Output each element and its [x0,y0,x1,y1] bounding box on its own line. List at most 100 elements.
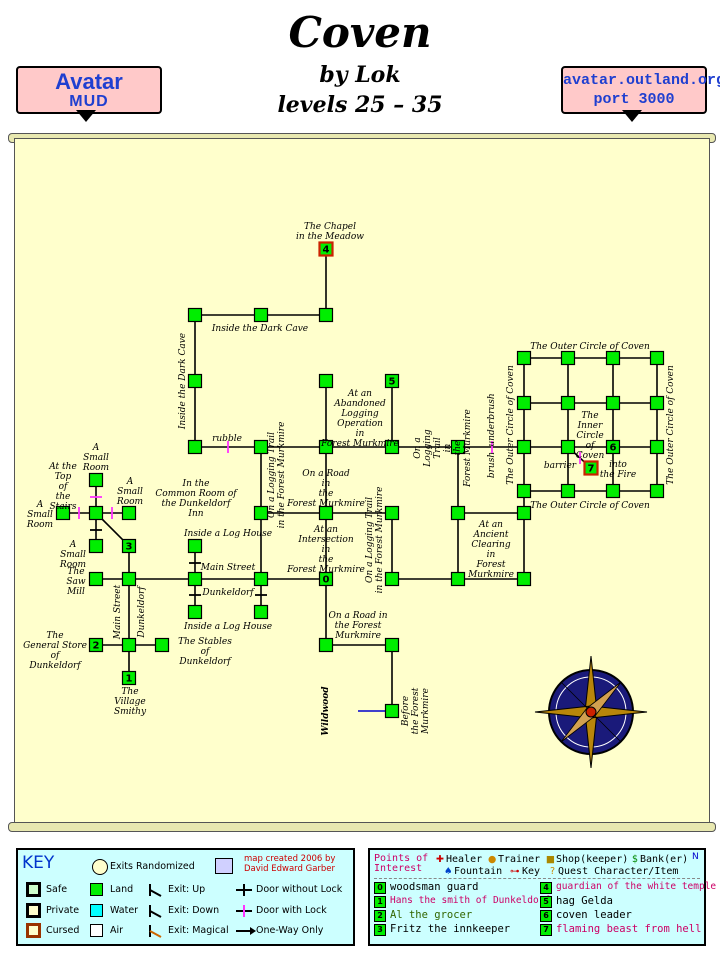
svg-text:Village: Village [114,697,145,707]
svg-text:Main Street: Main Street [200,563,256,573]
svg-text:Small: Small [83,453,109,463]
svg-text:Dunkeldorf: Dunkeldorf [137,585,147,639]
svg-text:the Dunkeldorf: the Dunkeldorf [162,499,233,509]
room-sr_r [121,505,137,521]
compass-rose-icon [534,655,648,769]
room-chapel [318,241,334,257]
svg-text:Main Street: Main Street [113,584,123,640]
svg-text:of: of [59,482,69,492]
svg-text:Murkmire: Murkmire [467,570,514,580]
poi-item: flaming beast from hell [556,923,702,935]
room-label: Inside a Log House [183,622,272,632]
svg-text:Forest Murkmire: Forest Murkmire [286,499,365,509]
room-g31 [560,483,576,499]
exits-randomized-icon [92,859,108,875]
room-bf [384,703,400,719]
server-badge: avatar.outland.org port 3000 [561,66,720,114]
svg-text:The Stables: The Stables [178,637,232,647]
room-sm [88,571,104,587]
room-ab5 [384,373,400,389]
room-lt1 [253,505,269,521]
room-cl_a [450,571,466,587]
svg-text:Coven: Coven [576,451,605,461]
room-g11 [560,395,576,411]
room-label: underbrush [487,393,497,446]
room-label: Dunkeldorf [201,588,255,598]
poi-item: Al the grocer [390,909,473,921]
room-m0 [121,571,137,587]
svg-text:A: A [126,477,134,487]
svg-text:General Store: General Store [23,641,87,651]
room-label: The Outer Circle of Coven [506,365,516,485]
room-sr_t [88,472,104,488]
svg-text:Dunkeldorf: Dunkeldorf [178,657,232,667]
svg-text:Inside the Dark Cave: Inside the Dark Cave [178,333,188,430]
room-g32 [605,483,621,499]
room-st [154,637,170,653]
svg-text:the Fire: the Fire [600,470,636,480]
svg-text:Smithy: Smithy [114,707,147,717]
room-label: barrier [544,461,577,471]
poi-item: woodsman guard [390,881,479,893]
svg-text:underbrush: underbrush [487,393,497,446]
room-label: Inside the Dark Cave [178,333,188,430]
svg-text:Common Room of: Common Room of [155,489,238,499]
svg-text:Small: Small [117,487,143,497]
room-number: 2 [93,641,100,652]
poi-number-badge: 6 [540,910,552,922]
svg-text:A: A [36,500,44,510]
room-number: 3 [126,542,133,553]
room-g03 [649,350,665,366]
svg-text:Murkmire: Murkmire [421,688,431,735]
svg-text:Inn: Inn [187,509,203,519]
key-symbols [149,884,256,938]
room-g13 [649,395,665,411]
svg-text:Intersection: Intersection [297,535,353,545]
svg-text:The: The [581,411,598,421]
svg-text:rubble: rubble [212,434,242,444]
svg-text:in: in [322,545,331,555]
room-g01 [560,350,576,366]
svg-text:Forest: Forest [475,560,505,570]
svg-text:Dunkeldorf: Dunkeldorf [201,588,255,598]
svg-text:the: the [56,492,71,502]
svg-text:of: of [201,647,211,657]
svg-text:in the Forest Murkmire: in the Forest Murkmire [375,487,385,594]
room-b1 [450,439,466,455]
room-srA [88,505,104,521]
room-ms1 [253,571,269,587]
badge-pointer [76,110,96,122]
svg-text:the: the [319,555,334,565]
map-author: by Lok [319,62,401,88]
room-number: 0 [323,575,330,586]
svg-text:Small: Small [60,550,86,560]
room-lh2 [253,604,269,620]
svg-text:On a Road in: On a Road in [328,611,387,621]
key-title: KEY [22,853,55,873]
svg-text:in the Meadow: in the Meadow [296,232,364,242]
poi-number-badge: 0 [374,882,386,894]
poi-item: hag Gelda [556,895,613,907]
svg-text:Clearing: Clearing [471,540,510,550]
room-cl_b [450,505,466,521]
svg-text:Saw: Saw [66,577,86,587]
room-sr_l [55,505,71,521]
svg-text:Room: Room [116,497,143,507]
room-number: 6 [610,443,617,454]
svg-text:The: The [121,687,138,697]
trainer-icon: ● [488,854,497,865]
room-g33 [649,483,665,499]
room-m2 [121,637,137,653]
svg-text:At an: At an [347,389,372,399]
safe-swatch [26,882,41,897]
svg-text:Logging: Logging [340,409,379,419]
